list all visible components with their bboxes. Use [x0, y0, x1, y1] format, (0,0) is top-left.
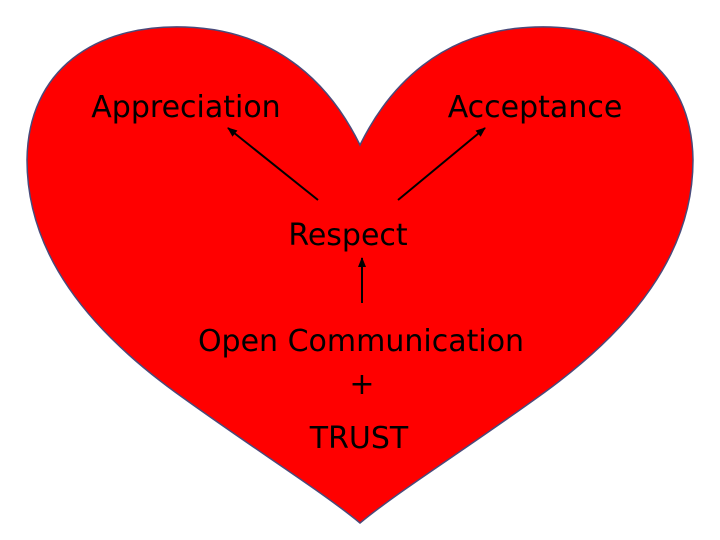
arrow-respect-to-appreciation — [227, 127, 319, 201]
label-plus: + — [349, 367, 374, 402]
label-trust: TRUST — [309, 421, 409, 456]
arrow-respect-to-acceptance — [397, 127, 486, 201]
heart-shape — [26, 26, 694, 524]
label-appreciation: Appreciation — [91, 90, 280, 125]
label-open-communication: Open Communication — [198, 324, 524, 359]
label-respect: Respect — [288, 218, 408, 253]
label-acceptance: Acceptance — [448, 90, 623, 125]
